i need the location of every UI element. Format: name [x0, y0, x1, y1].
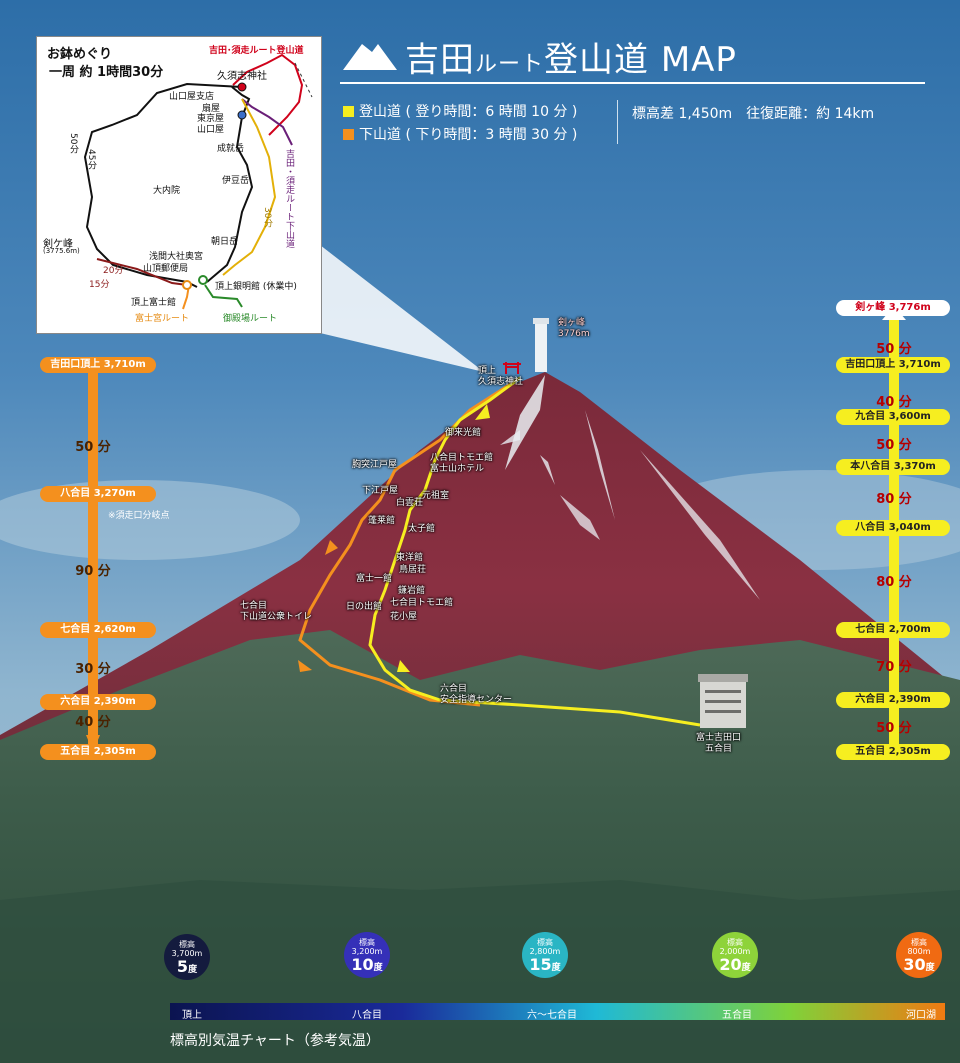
hut-0: 御来光館 [445, 428, 482, 438]
ascent-duration-6: 50 分 [876, 721, 912, 736]
inset-kusushi: 久須志神社 [217, 71, 267, 82]
route-stats: 標高差 1,450m 往復距離：約 14km [632, 106, 875, 122]
temp-bar-label-2: 六〜七合目 [527, 1010, 577, 1021]
inset-subashiri-down: 吉田・須走ルート下山道 [284, 149, 294, 248]
inset-sengen-okumiya: 浅間大社奥宮 [149, 252, 204, 262]
ascent-stop-0: 剣ヶ峰 3,776m [836, 300, 950, 316]
inset-izudake: 伊豆岳 [222, 176, 250, 186]
title-divider [340, 82, 925, 84]
ascent-swatch [343, 106, 354, 117]
ascent-stop-2: 九合目 3,600m [836, 409, 950, 425]
ascent-stop-1: 吉田口頂上 3,710m [836, 357, 950, 373]
ascent-stop-3: 本八合目 3,370m [836, 459, 950, 475]
inset-dainaiin: 大内院 [153, 186, 181, 196]
hut-1: 八合目トモエ館 富士山ホテル [430, 453, 494, 474]
stats-divider [617, 100, 618, 144]
temp-bar-label-3: 五合目 [722, 1010, 752, 1021]
inset-t20: 20分 [103, 266, 124, 276]
inset-yamaguchiya-shiten: 山口屋支店 [169, 92, 215, 102]
ascent-stop-4: 八合目 3,040m [836, 520, 950, 536]
page-title: 吉田ルート登山道 MAP [405, 40, 737, 80]
inset-gotemba: 御殿場ルート [223, 314, 278, 324]
inset-ginmeikan: 頂上銀明館 (休業中) [215, 282, 297, 292]
ascent-duration-1: 40 分 [876, 395, 912, 410]
descent-stop-4: 五合目 2,305m [40, 744, 156, 760]
fifth-station-label: 富士吉田口 五合目 [696, 733, 742, 754]
inset-route-lines [83, 53, 313, 310]
descent-stop-3: 六合目 2,390m [40, 694, 156, 710]
descent-stop-1: 八合目 3,270m [40, 486, 156, 502]
temp-bar-label-0: 頂上 [182, 1010, 202, 1021]
descent-note: ※須走口分岐点 [108, 511, 170, 521]
summit-shrine-label: 頂上 久須志神社 [478, 366, 524, 387]
descent-duration-3: 40 分 [75, 715, 111, 730]
temp-bar-label-4: 河口湖 [906, 1010, 936, 1021]
descent-stop-2: 七合目 2,620m [40, 622, 156, 638]
legend-descent: 下山道 ( 下り時間：3 時間 30 分 ) [343, 124, 577, 144]
hut-9: 鳥居荘 [399, 565, 427, 575]
inset-title-1: お鉢めぐり [47, 47, 113, 62]
inset-route-title: 吉田･須走ルート登山道 [209, 46, 304, 56]
inset-fujikan: 頂上富士館 [131, 298, 177, 308]
hut-6: 蓬莱館 [368, 516, 396, 526]
ascent-stop-5: 七合目 2,700m [836, 622, 950, 638]
descent-duration-2: 30 分 [75, 662, 111, 677]
ascent-duration-0: 50 分 [876, 342, 912, 357]
ascent-stop-6: 六合目 2,390m [836, 692, 950, 708]
inset-asahidake: 朝日岳 [211, 237, 239, 247]
hut-8: 東洋館 [396, 553, 424, 563]
seventh-toilet-label: 七合目 下山道公衆トイレ [240, 601, 313, 622]
summit-label: 剣ヶ峰 3776m [558, 318, 590, 339]
inset-t15: 15分 [89, 280, 110, 290]
descent-duration-0: 50 分 [75, 440, 111, 455]
inset-yamaguchiya: 山口屋 [197, 125, 225, 135]
hut-3: 下江戸屋 [362, 486, 399, 496]
inset-fujinomiya: 富士宮ルート [135, 314, 190, 324]
inset-t50: 50分 [68, 133, 78, 154]
inset-ougiya: 扇屋 [202, 104, 221, 114]
descent-duration-1: 90 分 [75, 564, 111, 579]
descent-swatch [343, 129, 354, 140]
inset-jojugatake: 成就岳 [217, 144, 245, 154]
hut-12: 日の出館 [346, 602, 383, 612]
inset-post: 山頂郵便局 [143, 264, 189, 274]
hut-10: 富士一館 [356, 574, 393, 584]
ascent-duration-2: 50 分 [876, 438, 912, 453]
hut-13: 七合目トモエ館 [390, 598, 454, 608]
descent-stop-0: 吉田口頂上 3,710m [40, 357, 156, 373]
hut-14: 花小屋 [390, 612, 418, 622]
inset-tokyoya: 東京屋 [197, 114, 225, 124]
hut-11: 鎌岩館 [398, 586, 426, 596]
hut-5: 元祖室 [422, 491, 450, 501]
inset-title-2: 一周 約 1時間30分 [49, 65, 164, 80]
ascent-duration-4: 80 分 [876, 575, 912, 590]
legend-ascent: 登山道 ( 登り時間：6 時間 10 分 ) [343, 101, 577, 121]
inset-t45: 45分 [86, 149, 96, 170]
temperature-chart-title: 標高別気温チャート（参考気温） [170, 1033, 380, 1049]
ohachi-inset-map: お鉢めぐり 一周 約 1時間30分 吉田･須走ルート登山道 久須志神社 山口屋支… [36, 36, 322, 334]
ascent-stop-7: 五合目 2,305m [836, 744, 950, 760]
ascent-duration-5: 70 分 [876, 660, 912, 675]
inset-kengamine-elev: (3775.6m) [43, 247, 80, 255]
hut-4: 白雲荘 [396, 498, 424, 508]
hut-7: 太子館 [408, 524, 436, 534]
ascent-duration-3: 80 分 [876, 492, 912, 507]
inset-kengamine: 剣ケ峰 [43, 239, 73, 250]
temp-bar-label-1: 八合目 [352, 1010, 382, 1021]
inset-t30: 30分 [262, 207, 272, 228]
sixth-center-label: 六合目 安全指導センター [440, 684, 513, 705]
hut-2: 胸突江戸屋 [352, 460, 398, 470]
